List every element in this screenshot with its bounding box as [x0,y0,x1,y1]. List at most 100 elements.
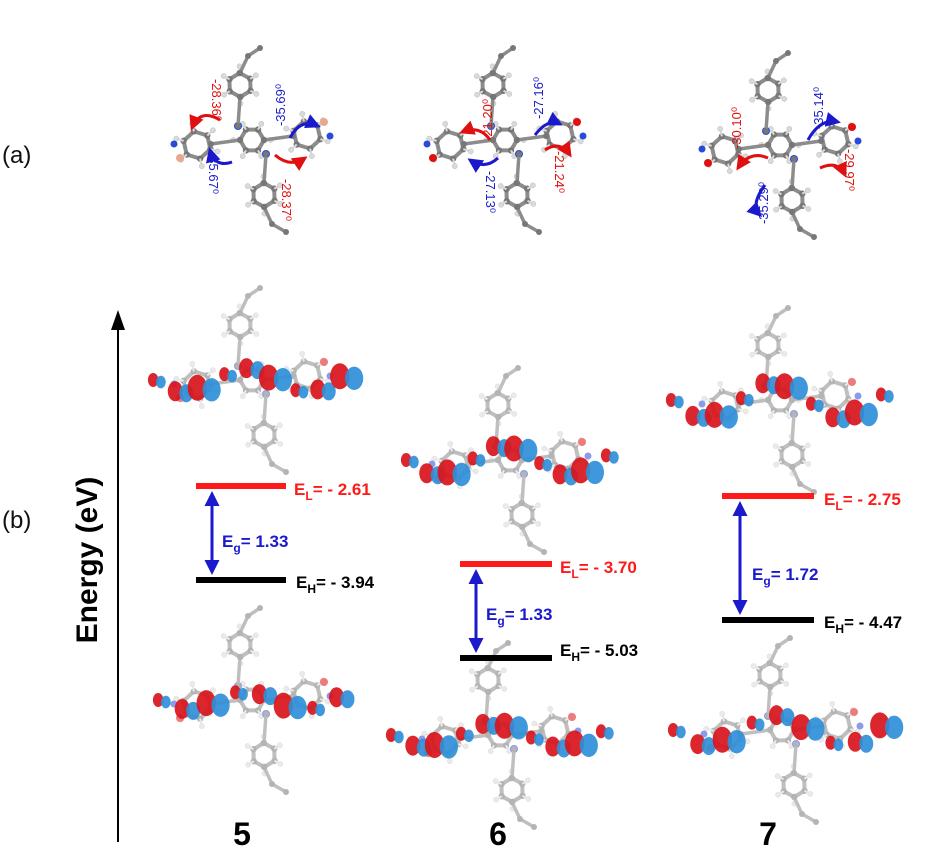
homo-orbital-6-bottom-aryl-h-atom [492,778,499,784]
homo-orbital-6-core-h-atom [487,748,494,754]
homo-orbital-7-left-ring-h-atom [744,738,751,745]
structure-6-top-aryl-h-atom [506,91,513,97]
lumo-orbital-6-top-aryl-h-atom [511,411,518,417]
homo-orbital-7-bottom-alkyl-atom [813,819,819,825]
structure-7-hetero-atom [848,123,856,131]
lumo-orbital-7-left-ring-h-atom [742,408,749,415]
homo-orbital-7-lobe-positive [690,734,706,755]
lumo-orbital-5-lobe-positive [167,381,183,402]
structure-7-top-aryl-h-atom [781,96,788,102]
lumo-orbital-7-right-ring-h-atom [811,385,818,392]
lumo-orbital-5-left-ring-h-atom [189,360,196,367]
molecular-structures-panel-a [170,45,862,240]
homo-orbital-6-lobe-positive [385,728,397,742]
homo-orbital-6-top-aryl-h-atom [501,686,508,692]
homo-orbital-7-bottom-aryl-h-atom [775,791,781,798]
lumo-orbital-7-top-alkyl-atom [773,313,779,319]
homo-orbital-7-lobe-negative [780,708,795,727]
lumo-orbital-7-lobe-positive [665,393,677,407]
structure-7-bottom-alkyl-atom [789,209,795,215]
homo-orbital-7-top-alkyl-atom [775,643,781,649]
structure-7-link-bond [737,143,770,151]
homo-orbital-7-lobe-negative [675,725,686,739]
homo-orbital-5-core-h-atom [239,713,246,719]
lumo-orbital-7-top-alkyl-atom [785,305,791,311]
homo-orbital-5-right-ring-atom [317,695,324,703]
lumo-orbital-7-top-aryl-h-atom [748,333,755,339]
homo-orbital-5-bottom-aryl-h-atom [245,761,251,768]
torsion-arrow-7-1 [736,153,769,171]
lumo-orbital-7-lobe-negative [719,405,738,429]
lumo-orbital-5-bottom-aryl-h-atom [244,423,251,429]
structure-5-bottom-alkyl-atom [283,229,289,235]
lumo-orbital-7-lobe-positive [755,373,771,394]
structure-6-top-aryl-h-atom [474,91,480,98]
lumo-orbital-6-lobe-negative [408,455,419,469]
lumo-orbital-6-lobe-positive [552,464,568,485]
structure-7-hetero-atom [704,159,712,167]
structure-7-link-atom [736,146,742,152]
lumo-orbital-7-lobe-positive [805,396,817,411]
structure-6-link-atom [490,137,496,143]
lumo-orbital-5-bottom-alkyl-atom [269,461,275,467]
homo-orbital-6-bottom-alkyl-atom [509,799,515,805]
homo-orbital-6-lobe-positive [424,731,445,758]
lumo-orbital-7-bottom-link-atom [789,440,795,446]
torsion-arrow-7-2 [806,112,841,141]
structure-7-core-h-atom [767,158,774,164]
homo-orbital-6-lobe-negative [579,733,598,758]
compound-label-5: 5 [233,816,251,852]
homo-orbital-6-left-ring-h-atom [462,743,469,750]
lumo-text-5: EL= - 2.61 [294,480,371,503]
homo-orbital-7-left-ring-h-atom [728,753,735,760]
homo-orbital-5-lobe-positive [329,687,344,708]
lumo-orbital-6-core-h-atom [497,473,504,479]
lumo-orbital-5-lobe-positive [258,364,279,391]
structure-5-right-ring-h-atom [283,125,290,132]
lumo-orbital-7-link-atom [818,393,824,399]
structure-5-right-ring-h-atom [308,153,315,160]
homo-orbital-5-top-link-bond [236,655,242,688]
homo-orbital-5-bottom-link-atom [263,711,269,717]
structure-6-top-alkyl-atom [498,53,504,59]
lumo-orbital-5-right-ring-h-atom [299,350,306,357]
structure-7-top-alkyl-bond [766,59,778,80]
lumo-orbital-5-lobe-positive [147,373,159,387]
structure-5-right-ring-h-atom [324,138,331,145]
structure-5-left-ring-h-atom [198,163,205,170]
structure-7-left-ring-h-atom [726,168,733,175]
structure-6-top-link-atom [490,94,496,100]
structure-5-n-atom [170,140,178,148]
homo-orbital-6-right-ring-h-atom [547,705,554,712]
structure-6-link-atom [514,137,520,143]
homo-orbital-7-bottom-link-bond [792,742,798,775]
torsion-angle-5-4: -28.37⁰ [279,179,294,221]
homo-orbital-5-bottom-link-bond [262,712,268,745]
homo-orbital-6-left-ring-h-atom [421,730,428,737]
torsion-arrow-5-3 [205,147,233,165]
lumo-orbital-5-lobe-positive [239,358,254,379]
homo-orbital-7-lobe-positive [712,726,733,753]
structure-7-top-aryl-h-atom [749,96,755,103]
homo-orbital-7-lobe-positive [667,723,679,737]
structure-5-core-h-atom [239,153,246,159]
homo-orbital-5-lobe-positive [196,690,217,717]
homo-orbital-5-top-alkyl-bond [238,614,250,635]
lumo-orbital-5-bottom-link-atom [263,391,269,397]
homo-orbital-7-left-ring-h-atom [740,717,746,724]
lumo-orbital-6-bottom-aryl-h-atom [503,521,509,528]
structure-5-n-atom [326,132,334,140]
lumo-orbital-6-lobe-negative [475,454,486,467]
structure-6-n-atom [579,132,587,140]
torsion-angle-6-4: -21.24⁰ [552,151,567,193]
homo-orbital-6-left-ring-h-atom [446,758,453,765]
structure-6-hetero-atom [573,118,581,126]
torsion-arrow-5-1 [189,114,221,131]
homo-orbital-5-bottom-aryl-h-atom [244,743,251,749]
structure-7-top-link-atom [763,128,769,134]
homo-orbital-6-lobe-negative [509,716,528,740]
lumo-orbital-7-left-ring-h-atom [717,380,724,387]
lumo-orbital-6-lobe-negative [542,458,553,472]
homo-orbital-7-lobe-positive [746,715,758,730]
homo-orbital-6-link-atom [485,732,491,738]
